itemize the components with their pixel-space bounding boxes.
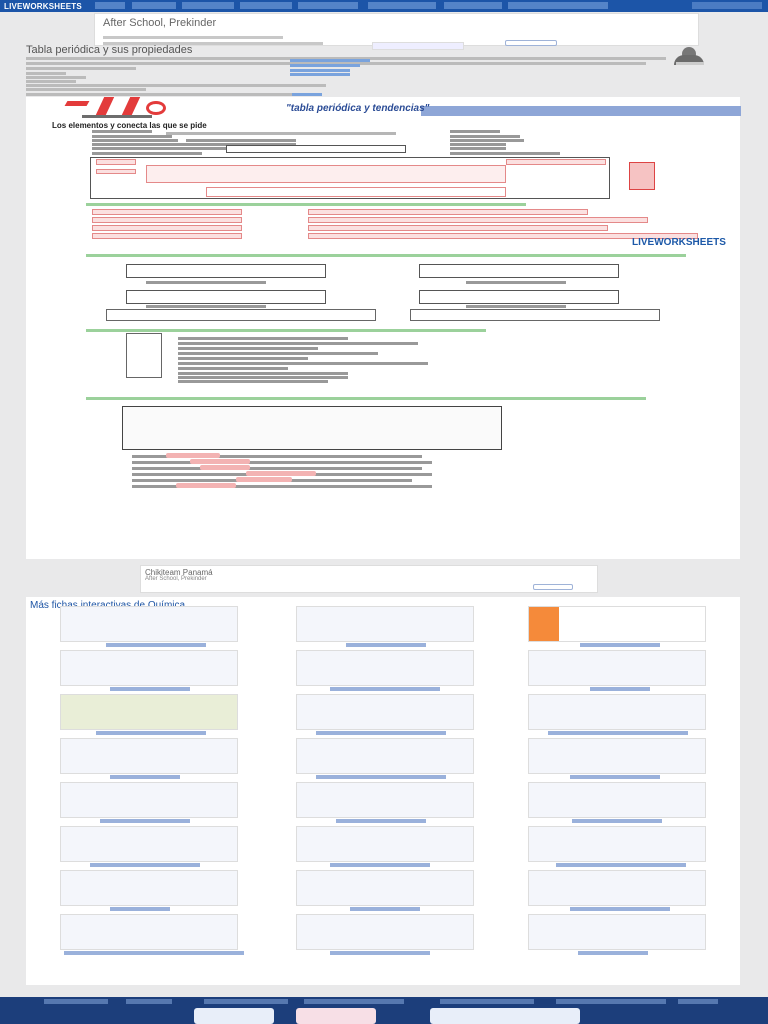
answer-box[interactable] — [629, 162, 655, 190]
periodic-table-full — [122, 406, 502, 450]
worksheet-thumb[interactable] — [528, 870, 706, 906]
ad-banner-top[interactable]: After School, Prekinder — [94, 13, 699, 46]
gallery-title: Más fichas interactivas de Química — [30, 600, 185, 611]
worksheet: "tabla periódica y tendencias" Los eleme… — [26, 97, 741, 559]
worksheet-thumb[interactable] — [296, 738, 474, 774]
worksheet-thumb[interactable] — [296, 826, 474, 862]
ad-bottom-subtitle: After School, Prekinder — [145, 576, 207, 582]
author-avatar[interactable] — [674, 47, 704, 67]
footer-links — [0, 997, 768, 1007]
worksheet-thumb[interactable] — [296, 782, 474, 818]
nav-link-6[interactable] — [368, 2, 436, 9]
header-stripe — [421, 106, 741, 116]
worksheet-thumb[interactable] — [296, 650, 474, 686]
worksheet-thumb[interactable] — [296, 914, 474, 950]
periodic-table-blank — [90, 157, 610, 199]
worksheet-thumb[interactable] — [528, 738, 706, 774]
metal-table — [126, 333, 162, 378]
page-title: Tabla periódica y sus propiedades — [26, 44, 193, 56]
worksheet-thumb[interactable] — [528, 694, 706, 730]
worksheet-thumb[interactable] — [528, 826, 706, 862]
worksheet-thumb[interactable] — [528, 914, 706, 950]
nav-link-4[interactable] — [240, 2, 292, 9]
worksheet-thumb[interactable] — [60, 650, 238, 686]
watermark-logo: LIVEWORKSHEETS — [632, 237, 726, 248]
ad-banner-bottom[interactable]: Chikiteam Panamá After School, Prekinder — [140, 565, 598, 593]
worksheet-thumb[interactable] — [296, 694, 474, 730]
worksheet-thumb[interactable] — [296, 870, 474, 906]
nav-link-5[interactable] — [298, 2, 358, 9]
nav-link-7[interactable] — [444, 2, 502, 9]
ad-title: After School, Prekinder — [103, 17, 217, 29]
worksheet-thumb[interactable] — [60, 694, 238, 730]
worksheet-thumb[interactable] — [60, 782, 238, 818]
worksheet-thumb[interactable] — [60, 914, 238, 950]
worksheet-thumb[interactable] — [60, 606, 238, 642]
worksheet-title: "tabla periódica y tendencias" — [286, 103, 430, 114]
worksheet-thumb[interactable] — [60, 870, 238, 906]
nav-link-8[interactable] — [508, 2, 608, 9]
worksheet-thumb[interactable] — [528, 606, 706, 642]
ad-open-button[interactable] — [505, 40, 557, 46]
ad-sub-link[interactable] — [372, 42, 464, 50]
worksheet-thumb[interactable] — [528, 782, 706, 818]
worksheet-thumb[interactable] — [528, 650, 706, 686]
nav-link-3[interactable] — [182, 2, 234, 9]
instruction-1: Los elementos y conecta las que se pide — [52, 121, 207, 130]
nav-link-1[interactable] — [95, 2, 125, 9]
worksheet-thumb[interactable] — [296, 606, 474, 642]
site-logo[interactable]: LIVEWORKSHEETS — [4, 1, 82, 11]
nav-link-2[interactable] — [132, 2, 176, 9]
worksheet-thumb[interactable] — [60, 826, 238, 862]
language-selector[interactable] — [692, 2, 762, 9]
ad-bottom-title: Chikiteam Panamá — [145, 568, 213, 577]
ad-bottom-button[interactable] — [533, 584, 573, 590]
worksheet-thumb[interactable] — [60, 738, 238, 774]
nav-links — [0, 0, 768, 12]
